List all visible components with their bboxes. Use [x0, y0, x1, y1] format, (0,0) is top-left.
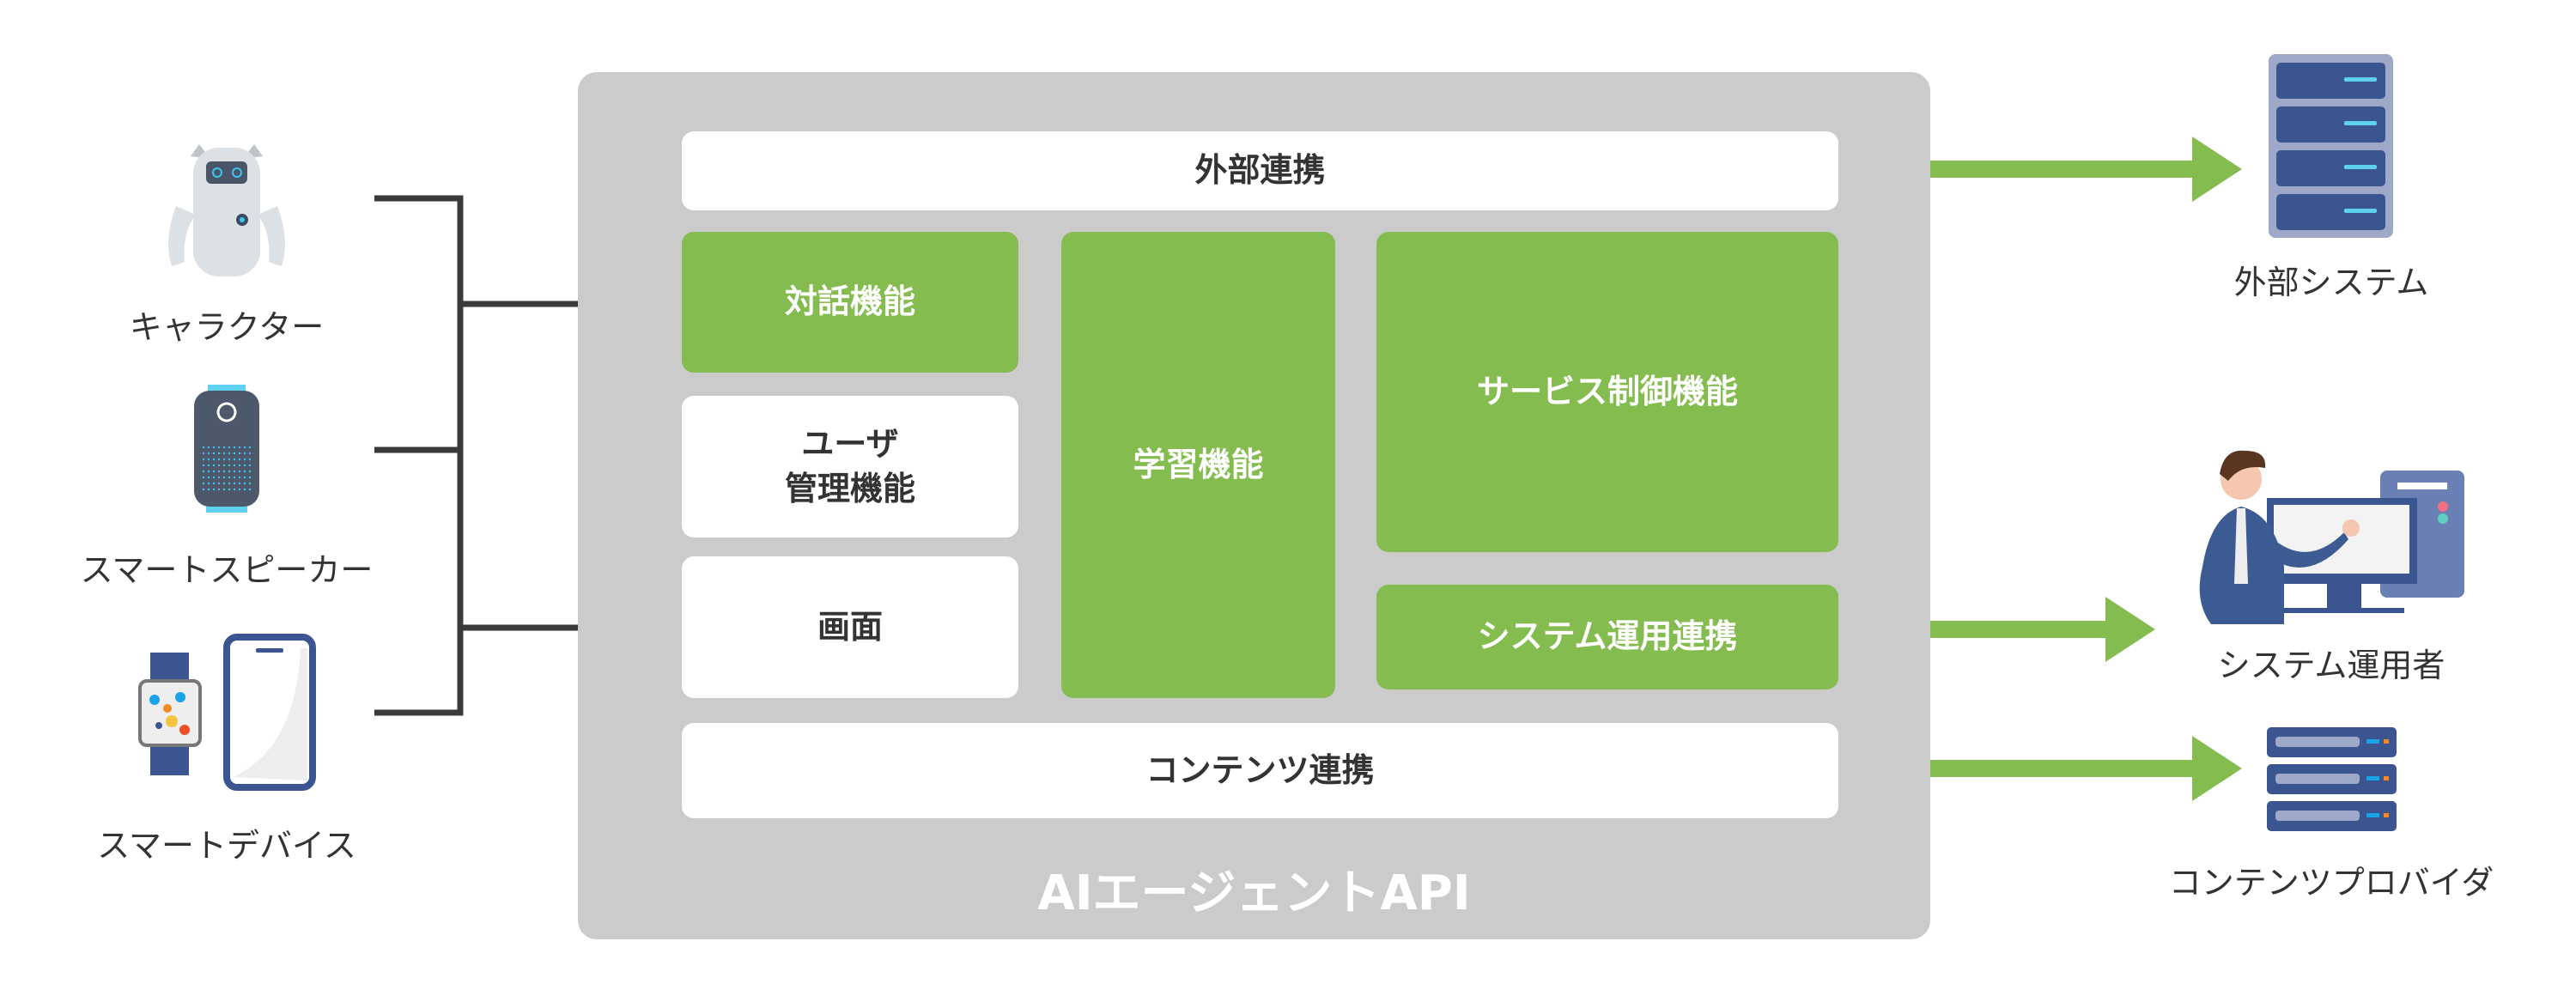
server-stack-icon: [2267, 727, 2397, 831]
module-service-control: サービス制御機能: [1376, 232, 1838, 552]
device-label-character: キャラクター: [129, 308, 325, 346]
target-label-external-system: 外部システム: [2233, 264, 2429, 301]
device-label-smart-speaker: スマートスピーカー: [80, 551, 374, 589]
module-content: コンテンツ連携: [682, 723, 1838, 818]
module-sysops: システム運用連携: [1376, 585, 1838, 689]
server-rack-icon: [2269, 54, 2393, 238]
operator-computer-icon: [2199, 450, 2464, 624]
target-label-content-provider: コンテンツプロバイダ: [2168, 864, 2494, 902]
module-screen: 画面: [682, 556, 1018, 698]
module-user-management-line2: 管理機能: [784, 469, 915, 507]
device-label-smart-device: スマートデバイス: [97, 827, 356, 865]
arrow-external: [1858, 137, 2242, 202]
smart-speaker-icon: [194, 385, 259, 513]
module-learning: 学習機能: [1061, 232, 1335, 698]
target-label-operator: システム運用者: [2217, 647, 2445, 684]
module-dialogue: 対話機能: [682, 232, 1018, 373]
module-external: 外部連携: [682, 131, 1838, 210]
arrow-content: [1858, 736, 2242, 801]
module-user-management: ユーザ 管理機能: [682, 396, 1018, 537]
device-bracket: [374, 195, 578, 716]
api-title: AIエージェントAPI: [1037, 865, 1471, 921]
bracket-line: [374, 195, 464, 716]
module-user-management-line1: ユーザ: [801, 425, 899, 464]
smartwatch-phone-icon: [138, 634, 316, 791]
robot-icon: [168, 144, 285, 276]
arrow-sysops: [1858, 597, 2155, 662]
